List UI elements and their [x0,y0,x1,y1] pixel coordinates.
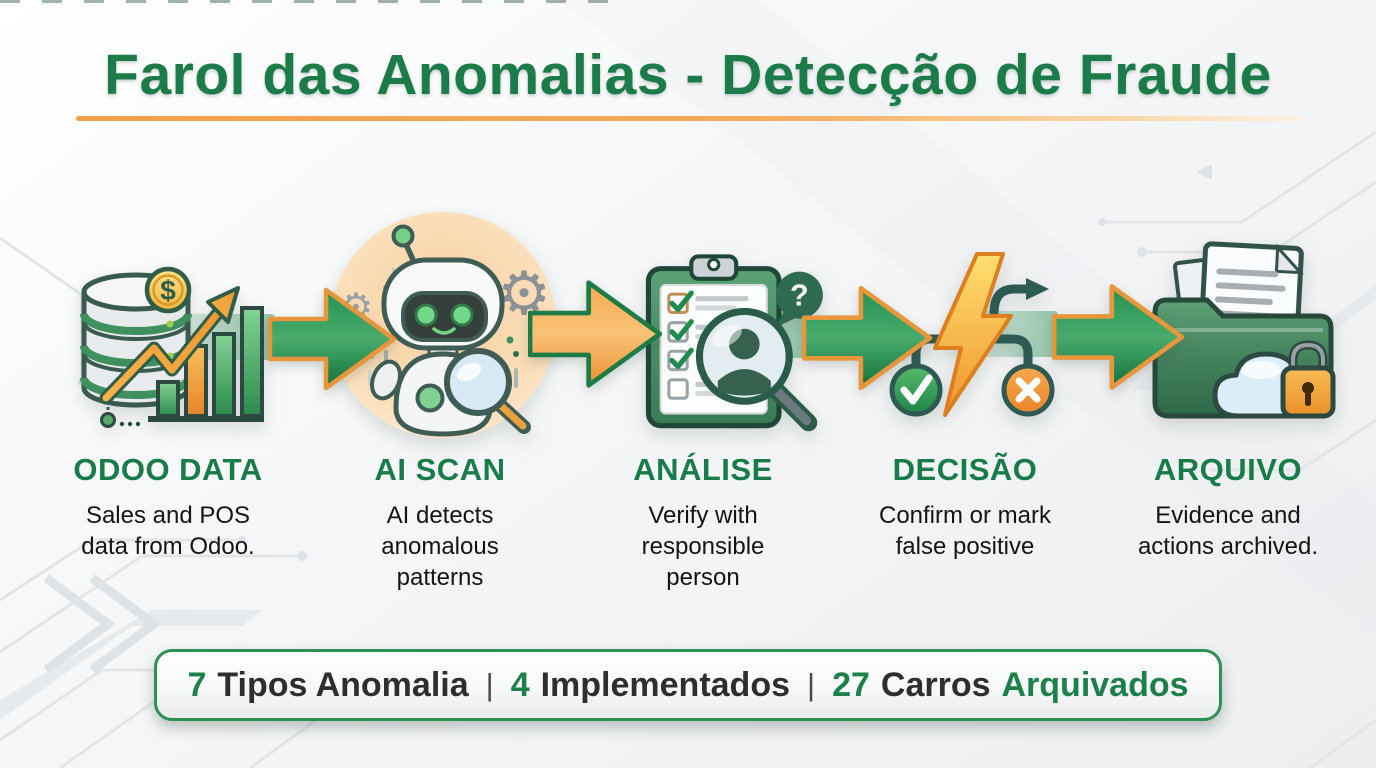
step-description: Evidence and actions archived. [1137,502,1319,560]
step-odoo-data: ODOO DATA Sales and POS data from Odoo. [43,452,293,562]
arrow-right-icon [528,280,663,388]
stat-label: Tipos Anomalia [217,665,469,704]
stats-inner: 7 Tipos Anomalia | 4 Implementados | 27 Car… [187,666,1188,705]
step-label: ARQUIVO [1153,452,1303,487]
stat-label: Carros [880,665,991,704]
arrow-right-icon [268,287,397,391]
stat-suffix: Arquivados [1001,665,1189,704]
arrow-right-icon [802,285,933,391]
top-edge-dashes [0,0,620,3]
stat-value: 27 [832,665,870,704]
step-label: ODOO DATA [73,452,263,487]
stats-bar: 7 Tipos Anomalia | 4 Implementados | 27 Car… [154,649,1222,721]
step-description: Confirm or mark false positive [878,502,1052,560]
step-analise: ANÁLISE Verify with responsible person [578,452,828,593]
step-ai-scan: AI SCAN AI detects anomalous patterns [315,452,565,593]
svg-text:$: $ [160,275,176,306]
archive-folder-lock-icon [1134,238,1346,430]
title-underline [76,116,1302,121]
ai-robot-scan-icon: ⚙ ⚙ [326,208,560,442]
database-chart-icon: $ [70,250,270,440]
arrow-right-icon [1052,284,1185,390]
clipboard-review-icon: ? [626,242,830,436]
step-label: AI SCAN [374,452,506,487]
step-label: ANÁLISE [633,452,773,487]
step-description: Sales and POS data from Odoo. [81,502,255,560]
page-title: Farol das Anomalias - Detecção de Fraude [104,43,1272,107]
stat-separator: | [485,667,494,702]
step-label: DECISÃO [892,452,1038,487]
step-description: Verify with responsible person [641,502,765,591]
stat-value: 7 [187,665,207,704]
stat-label: Implementados [540,665,790,704]
step-description: AI detects anomalous patterns [381,502,499,591]
step-decisao: DECISÃO Confirm or mark false positive [840,452,1090,562]
stat-separator: | [807,667,816,702]
svg-text:?: ? [790,278,809,312]
stat-value: 4 [510,665,530,704]
step-arquivo: ARQUIVO Evidence and actions archived. [1103,452,1353,562]
